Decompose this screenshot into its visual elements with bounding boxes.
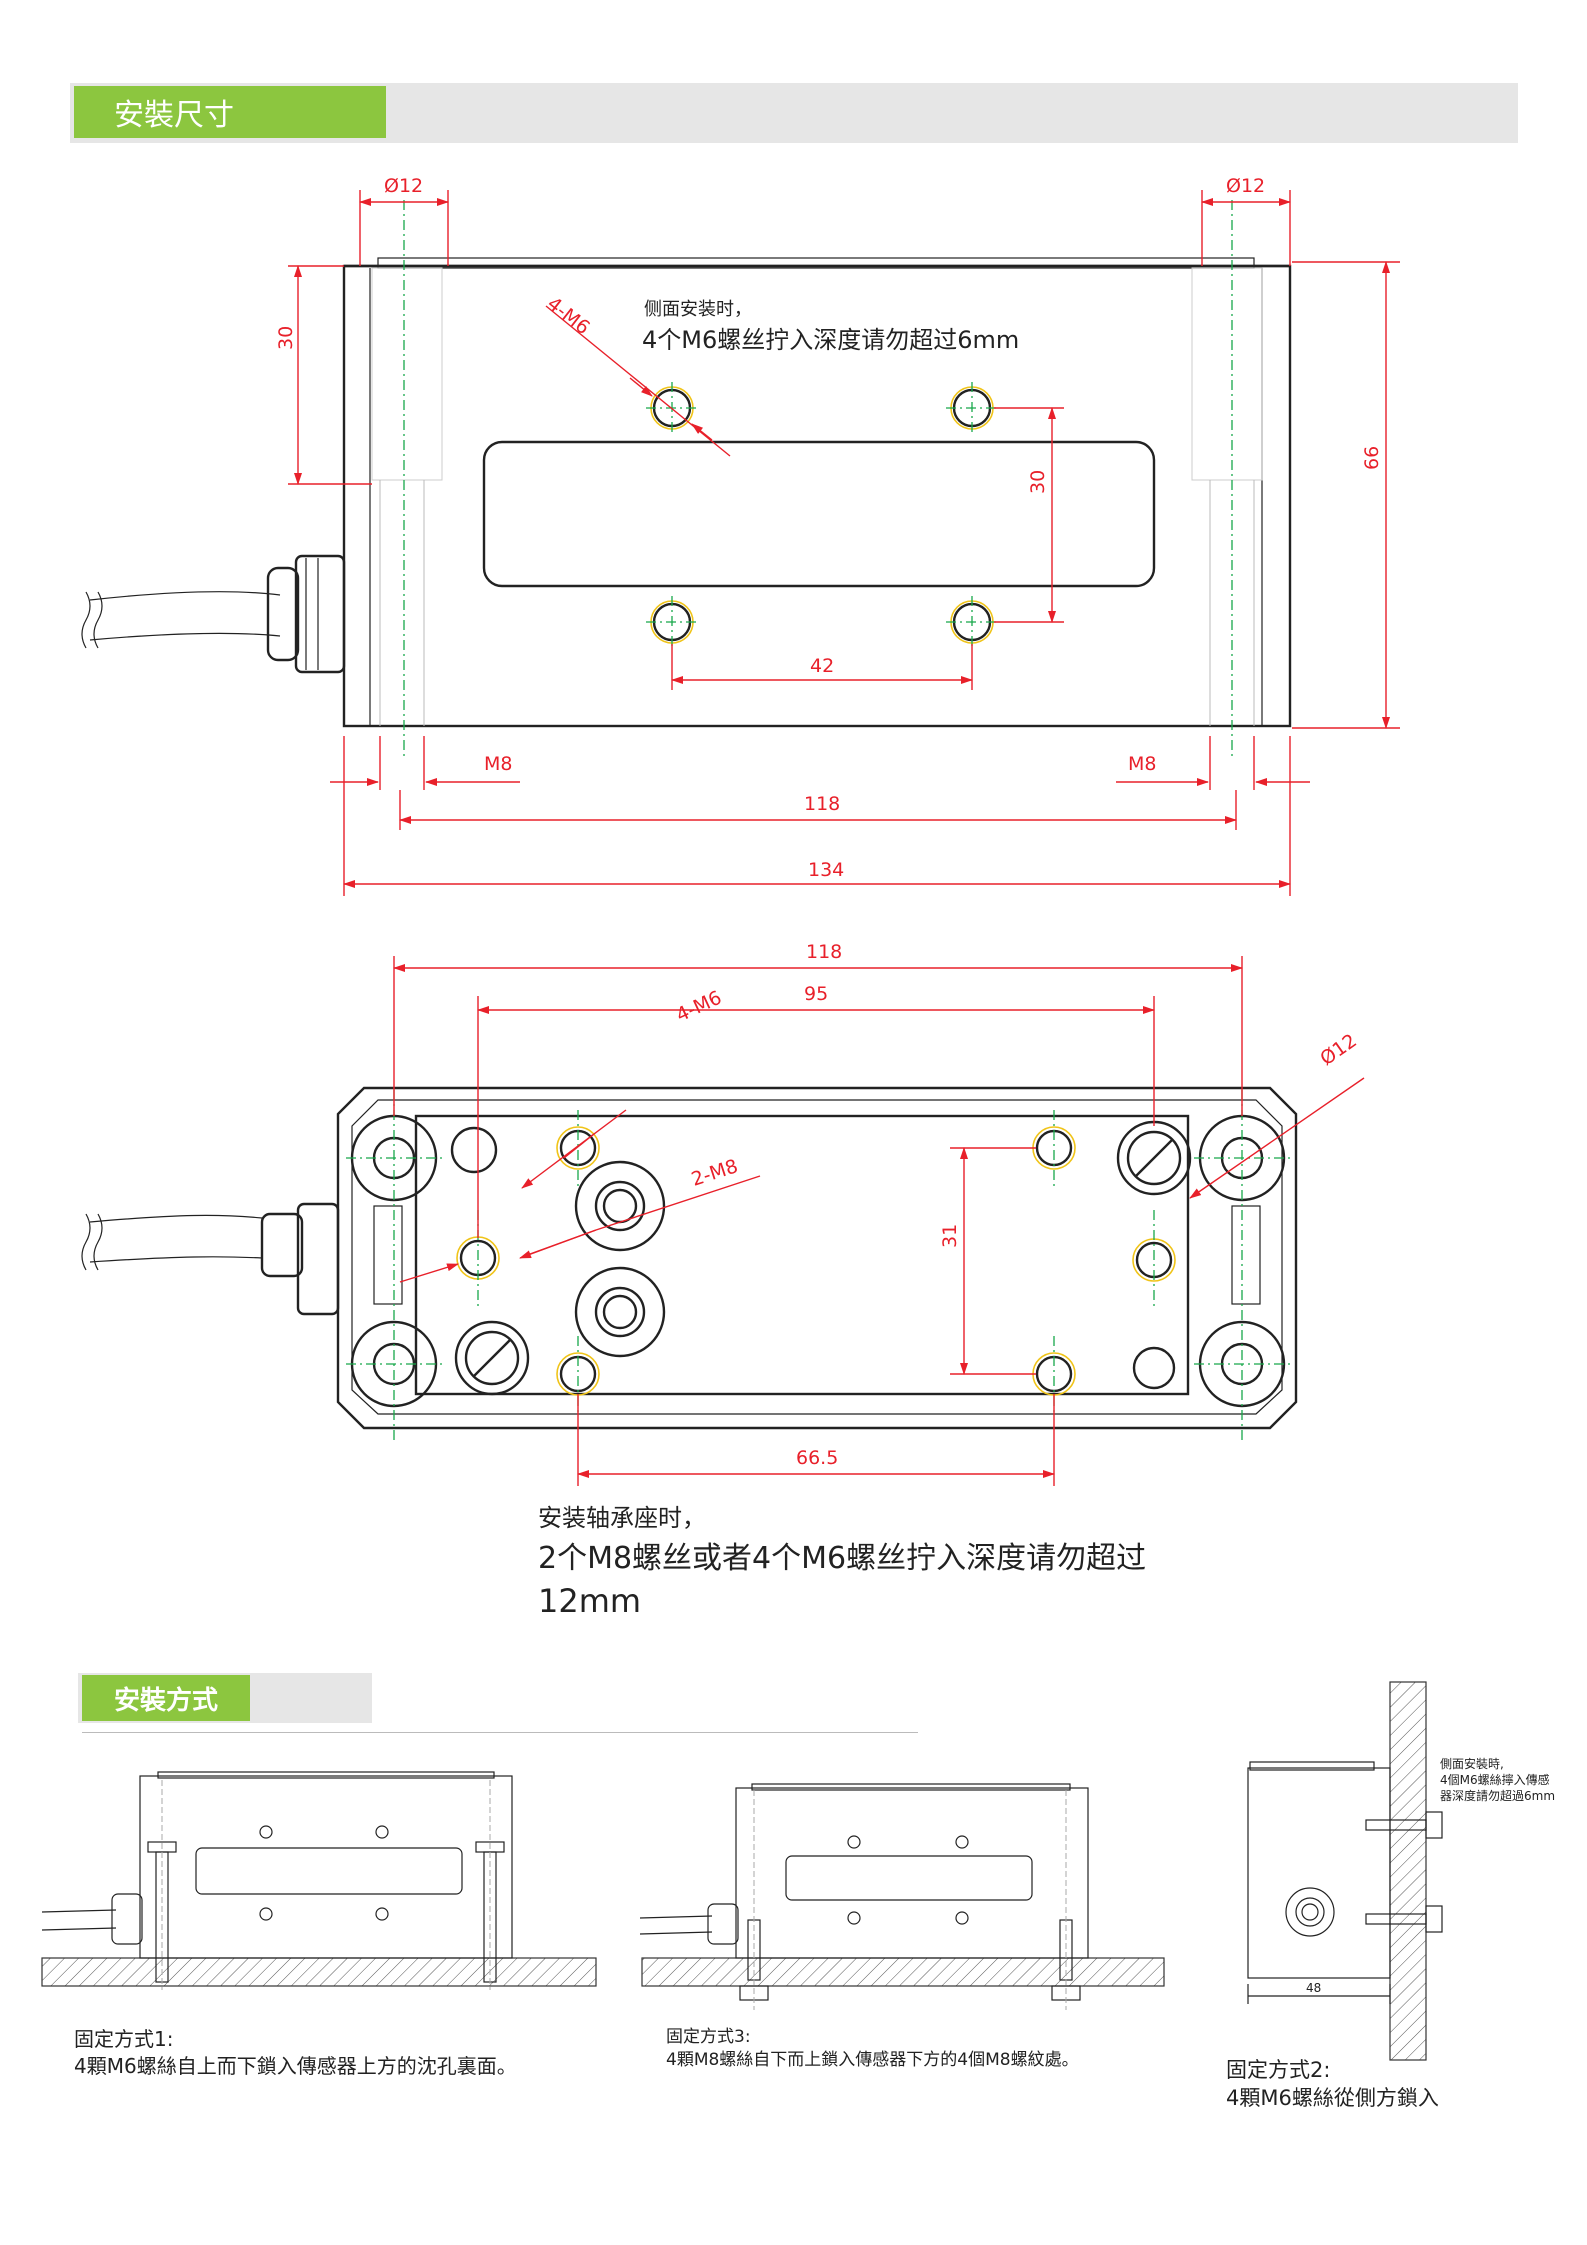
method2-dim-48: 48 <box>1306 1981 1321 1995</box>
dim-top-d12-left: Ø12 <box>384 175 423 197</box>
top-view: Ø12 Ø12 30 66 30 42 4-M6 侧面安装时， 4个M6螺丝拧入… <box>81 175 1400 896</box>
dim-top-m8-right: M8 <box>1128 753 1156 775</box>
method3-title: 固定方式3: <box>666 2027 751 2047</box>
mounting-method-3 <box>639 1783 1165 2010</box>
label-bottom-4m6: 4-M6 <box>673 987 725 1027</box>
dim-bottom-95: 95 <box>804 983 828 1005</box>
dim-bottom-66-5: 66.5 <box>796 1447 838 1469</box>
note-bottom-line1: 安装轴承座时， <box>538 1504 706 1532</box>
bottom-view: 118 95 4-M6 Ø12 2-M8 31 66.5 安装轴承座时， 2个M… <box>81 941 1365 1620</box>
dim-top-m8-left: M8 <box>484 753 512 775</box>
method2-caption: 固定方式2: 4顆M6螺絲從側方鎖入 <box>1226 2056 1439 2113</box>
section-title-dimensions: 安裝尺寸 <box>74 86 386 138</box>
mounting-method-2: 48 側面安裝時, 4個M6螺絲擰入傳感 器深度請勿超過6mm <box>1247 1681 1555 2061</box>
note-bottom-line3: 12mm <box>538 1582 641 1620</box>
method2-note-line2: 4個M6螺絲擰入傳感 <box>1440 1772 1550 1787</box>
note-top-line1: 侧面安装时， <box>644 299 752 320</box>
method1-title: 固定方式1: <box>74 2027 174 2051</box>
dim-top-118: 118 <box>804 793 840 815</box>
dim-top-42: 42 <box>810 655 834 677</box>
dim-bottom-31: 31 <box>939 1224 961 1248</box>
note-top-line2: 4个M6螺丝拧入深度请勿超过6mm <box>642 326 1019 354</box>
dim-bottom-d12: Ø12 <box>1316 1030 1361 1070</box>
note-bottom-line2: 2个M8螺丝或者4个M6螺丝拧入深度请勿超过 <box>538 1541 1146 1576</box>
dim-top-d12-right: Ø12 <box>1226 175 1265 197</box>
section-title-mounting: 安裝方式 <box>82 1675 250 1721</box>
section-divider <box>82 1732 918 1733</box>
method3-caption: 固定方式3: 4顆M8螺絲自下而上鎖入傳感器下方的4個M8螺紋處。 <box>666 2026 1079 2072</box>
method2-note-line1: 側面安裝時, <box>1440 1756 1504 1771</box>
dim-top-66: 66 <box>1361 446 1383 470</box>
method2-title: 固定方式2: <box>1226 2058 1331 2082</box>
dim-bottom-118: 118 <box>806 941 842 963</box>
method3-desc: 4顆M8螺絲自下而上鎖入傳感器下方的4個M8螺紋處。 <box>666 2049 1079 2070</box>
method2-desc: 4顆M6螺絲從側方鎖入 <box>1226 2086 1439 2111</box>
method1-desc: 4顆M6螺絲自上而下鎖入傳感器上方的沈孔裏面。 <box>74 2054 517 2078</box>
method2-note-line3: 器深度請勿超過6mm <box>1440 1788 1555 1803</box>
mounting-method-1 <box>41 1771 597 1990</box>
dim-top-30-left: 30 <box>275 326 297 350</box>
dim-top-30-inner: 30 <box>1027 470 1049 494</box>
dim-top-134: 134 <box>808 859 844 881</box>
label-top-4m6: 4-M6 <box>543 293 594 340</box>
method1-caption: 固定方式1: 4顆M6螺絲自上而下鎖入傳感器上方的沈孔裏面。 <box>74 2026 517 2080</box>
